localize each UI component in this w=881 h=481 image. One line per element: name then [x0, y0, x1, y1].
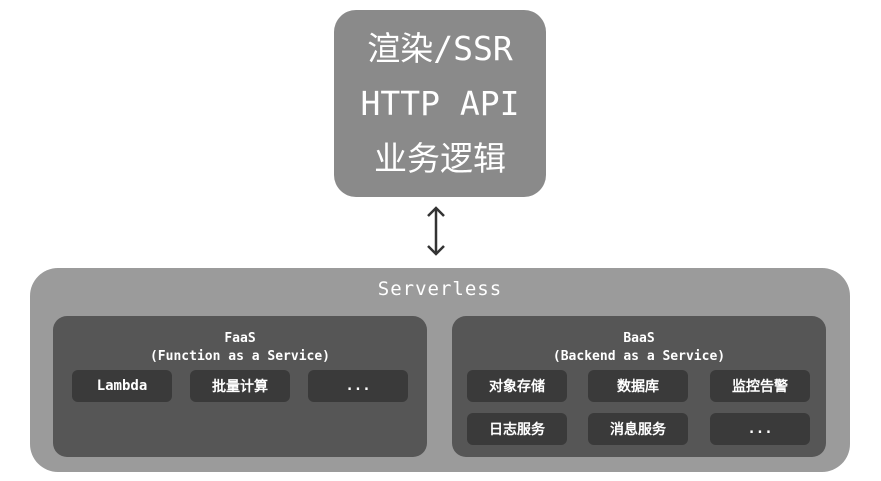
top-line-http-api: HTTP API [360, 84, 520, 123]
faas-item-more: ... [308, 370, 408, 402]
faas-title: FaaS (Function as a Service) [53, 330, 427, 366]
faas-panel: FaaS(Function as a Service) Lambda 批量计算 … [53, 316, 427, 457]
top-line-business-logic: 业务逻辑 [374, 139, 506, 178]
baas-item-more: ... [710, 413, 810, 445]
baas-item-messaging: 消息服务 [588, 413, 688, 445]
faas-title-line1: FaaS [224, 331, 256, 346]
faas-title-line2: (Function as a Service) [149, 349, 330, 364]
baas-item-database: 数据库 [588, 370, 688, 402]
faas-item-lambda: Lambda [72, 370, 172, 402]
top-line-render: 渲染/SSR [367, 29, 513, 68]
baas-item-logging: 日志服务 [467, 413, 567, 445]
serverless-title: Serverless [377, 278, 503, 300]
baas-panel: BaaS (Backend as a Service) 对象存储 数据库 监控告警… [452, 316, 826, 457]
frontend-layer-box: 渲染/SSR HTTP API 业务逻辑 [334, 10, 546, 197]
baas-title-line1: BaaS [623, 331, 655, 346]
faas-item-batch-compute: 批量计算 [190, 370, 290, 402]
baas-item-object-storage: 对象存储 [467, 370, 567, 402]
bidirectional-arrow-icon [427, 206, 445, 256]
serverless-container: Serverless FaaS (Function as a Service) L… [30, 268, 850, 472]
baas-title-line2: (Backend as a Service) [552, 349, 726, 364]
baas-title: BaaS (Backend as a Service) [452, 330, 826, 366]
baas-item-monitoring: 监控告警 [710, 370, 810, 402]
